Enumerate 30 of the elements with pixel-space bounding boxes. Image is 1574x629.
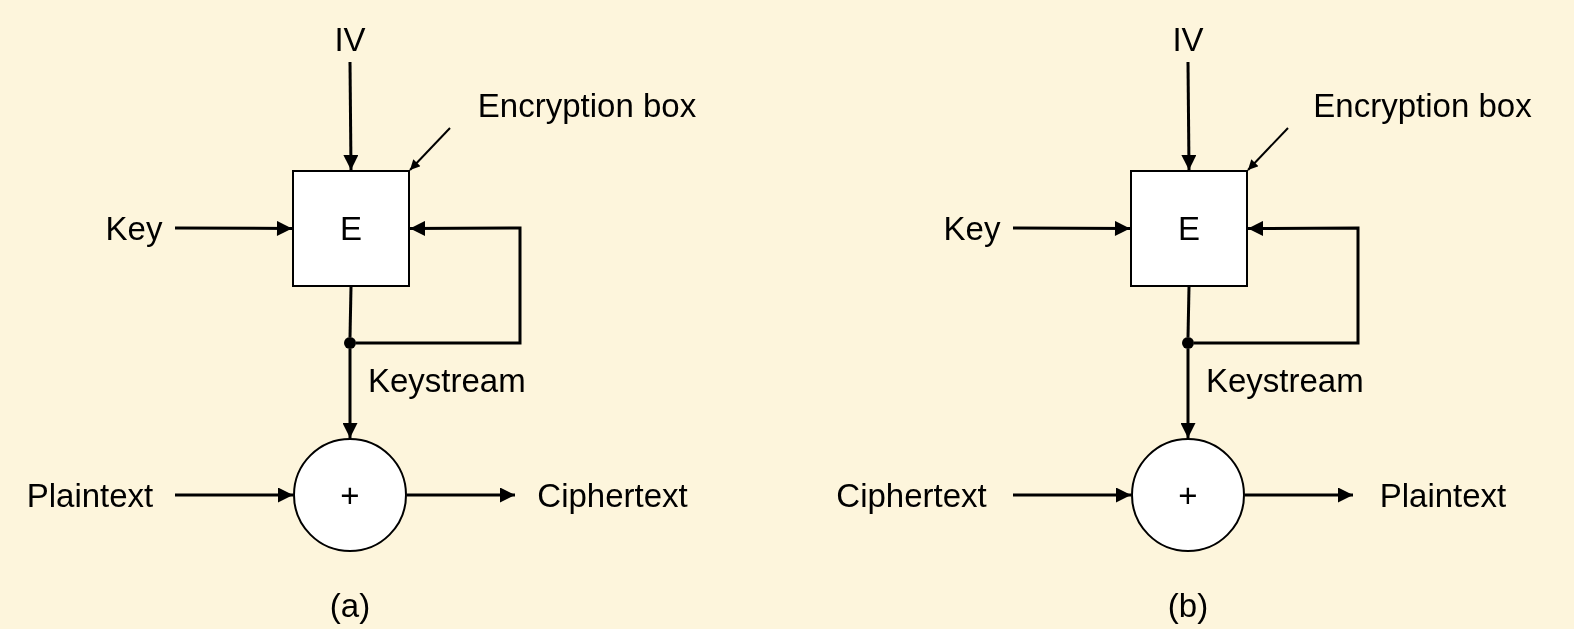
node-label: Key [931,205,1013,251]
node-label: Plaintext [5,472,175,518]
arrow [1194,220,1360,345]
arrow [175,487,293,503]
node-label: IV [1163,16,1213,62]
node-label: Key [93,205,175,251]
encryption-box: E [292,170,410,287]
leader-line [1247,127,1289,171]
arrow [1181,62,1197,170]
encryption-box: E [1130,170,1248,287]
node-label: Ciphertext [810,472,1013,518]
arrow [175,220,292,236]
arrow [1013,487,1131,503]
edge-label: Keystream [368,361,526,401]
leader-line [409,127,451,171]
panel-caption: (b) [1167,589,1209,622]
node-label: Ciphertext [515,472,710,518]
arrow [342,349,358,438]
node-label: Plaintext [1353,472,1533,518]
arrow [343,62,359,170]
node-label: Encryption box [442,82,732,128]
node-label: Encryption box [1280,82,1565,128]
arrow [407,487,515,503]
edge-label: Keystream [1206,361,1364,401]
node-label: IV [325,16,375,62]
arrow [1245,487,1353,503]
arrow [1013,220,1130,236]
arrow [356,220,522,345]
panel-caption: (a) [329,589,371,622]
arrow [1180,349,1196,438]
